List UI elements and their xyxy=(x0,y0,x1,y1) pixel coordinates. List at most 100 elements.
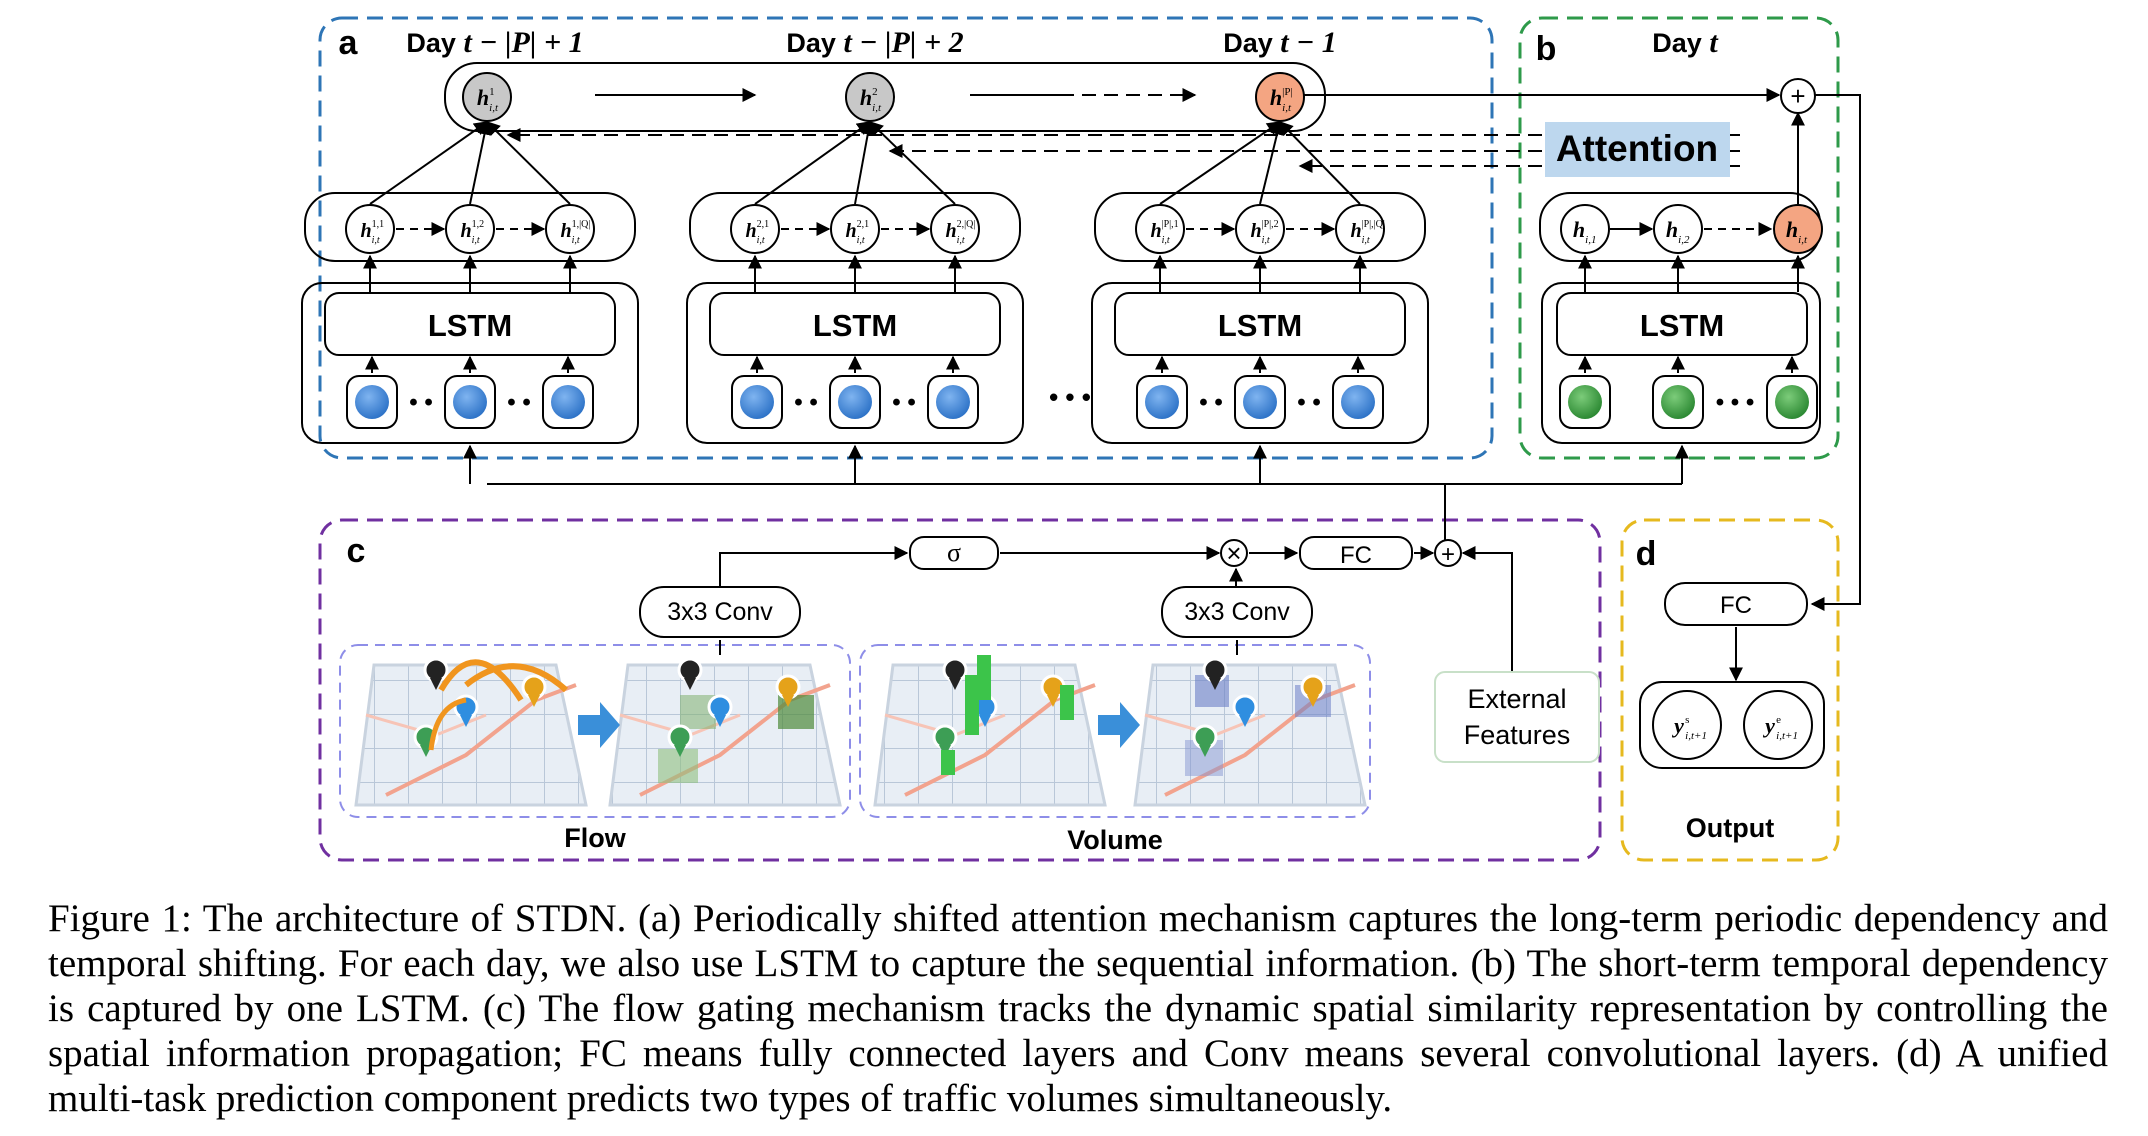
day-label: Day t xyxy=(1652,26,1719,59)
flow-arc xyxy=(464,663,569,693)
panel-d-letter: d xyxy=(1636,535,1657,573)
short-term-lstm-label: LSTM xyxy=(1640,308,1724,343)
short-term-input-node xyxy=(1661,385,1695,419)
attention-input-arrow xyxy=(1159,121,1282,205)
day-expression: t − 1 xyxy=(1280,26,1337,59)
external-feature-arrow xyxy=(1461,546,1513,672)
math-base: h xyxy=(945,220,956,242)
map-pin-blue-tail xyxy=(714,715,726,727)
map-pin-dark-tail xyxy=(430,678,442,690)
math-superscript: 2 xyxy=(872,86,878,98)
math-superscript: e xyxy=(1776,714,1781,726)
map-pin-yellow-tail xyxy=(528,695,540,707)
math-base: h xyxy=(1250,220,1261,242)
day-hidden-state xyxy=(1335,204,1385,254)
short-term-lstm-box xyxy=(1556,292,1808,356)
volume-bar xyxy=(965,675,979,735)
map-pin-dark-tail xyxy=(949,678,961,690)
math-subscript: i,t xyxy=(472,235,480,246)
math-subscript: i,t xyxy=(1282,102,1292,114)
day-word: Day xyxy=(406,28,463,58)
external-features-label-line2: Features xyxy=(1464,720,1571,750)
combine-plus-symbol: + xyxy=(1790,81,1805,111)
input-frame xyxy=(346,375,398,429)
group-ellipsis: • • • xyxy=(1049,382,1091,412)
math-subscript: i,t xyxy=(1162,235,1170,246)
lstm-box xyxy=(1114,292,1406,356)
lstm-block-frame xyxy=(686,282,1024,444)
math-subscript: i,t xyxy=(857,235,865,246)
math-base: h xyxy=(1666,217,1678,242)
conv-box-volume xyxy=(1161,586,1313,638)
math-superscript: 1,1 xyxy=(372,219,385,230)
day-state-container xyxy=(1094,192,1426,262)
map-pin-green-tail xyxy=(1199,745,1211,757)
ellipsis-dots: • • xyxy=(1297,389,1320,416)
day-hidden-state xyxy=(730,204,780,254)
day-hidden-state xyxy=(445,204,495,254)
volume-map-output xyxy=(1133,657,1367,807)
short-term-lstm-frame xyxy=(1541,282,1821,444)
periodic-state-label: h|P|i,t xyxy=(1270,85,1293,114)
math-base: h xyxy=(845,220,856,242)
map-pin-dark xyxy=(1202,657,1228,683)
external-features-label-line1: External xyxy=(1467,684,1566,714)
spatial-bus-line xyxy=(487,483,1446,540)
volume-label: Volume xyxy=(1067,825,1163,855)
panel-a-frame xyxy=(318,16,1494,460)
map-pin-yellow-tail xyxy=(1047,695,1059,707)
math-superscript: 2,1 xyxy=(757,219,770,230)
map-pin-dark xyxy=(677,657,703,683)
to-output-arrow xyxy=(1810,94,1861,611)
lstm-label: LSTM xyxy=(813,308,897,343)
flow-arc xyxy=(438,659,524,702)
traffic-input-node xyxy=(936,385,970,419)
math-base: y xyxy=(1671,713,1684,738)
map-pin-yellow xyxy=(521,674,547,700)
map-pin-yellow-tail xyxy=(1307,695,1319,707)
ellipsis-dots: • • xyxy=(409,389,432,416)
panel-d-frame xyxy=(1620,518,1840,862)
map-pin-yellow xyxy=(775,674,801,700)
day-hidden-state xyxy=(1235,204,1285,254)
attention-input-arrow xyxy=(854,120,875,205)
feature-plus-symbol: + xyxy=(1441,541,1455,568)
short-term-hidden-state xyxy=(1560,204,1610,254)
day-hidden-state xyxy=(545,204,595,254)
volume-bar xyxy=(977,655,991,700)
lstm-block-frame xyxy=(301,282,639,444)
input-frame xyxy=(829,375,881,429)
short-term-input-node xyxy=(1775,385,1809,419)
attention-input-arrow xyxy=(369,121,489,205)
math-subscript: i,t+1 xyxy=(1685,730,1707,742)
fc-label: FC xyxy=(1340,542,1372,569)
day-hidden-state xyxy=(830,204,880,254)
day-state-container xyxy=(304,192,636,262)
day-hidden-state xyxy=(345,204,395,254)
panel-c-letter: c xyxy=(347,532,366,570)
volume-bar xyxy=(941,750,955,775)
math-subscript: i,t xyxy=(1262,235,1270,246)
traffic-input-node xyxy=(1145,385,1179,419)
map-pin-blue xyxy=(453,694,479,720)
day-hidden-state xyxy=(1135,204,1185,254)
sigma-box xyxy=(909,536,999,570)
math-superscript: 1,|Q| xyxy=(572,219,591,230)
short-term-input-node xyxy=(1568,385,1602,419)
input-frame xyxy=(927,375,979,429)
map-pin-dark-tail xyxy=(684,678,696,690)
feature-plus-node xyxy=(1434,539,1462,567)
map-pin-green xyxy=(667,724,693,750)
math-base: h xyxy=(560,220,571,242)
figure-caption: Figure 1: The architecture of STDN. (a) … xyxy=(48,897,2108,1120)
flow-cell-highlight xyxy=(778,695,814,729)
input-frame xyxy=(1652,375,1704,429)
map-pin-dark xyxy=(423,657,449,683)
map-pin-green xyxy=(932,724,958,750)
prediction-node xyxy=(1652,690,1722,760)
math-base: h xyxy=(745,220,756,242)
day-expression: t − |P| + 2 xyxy=(843,26,963,59)
